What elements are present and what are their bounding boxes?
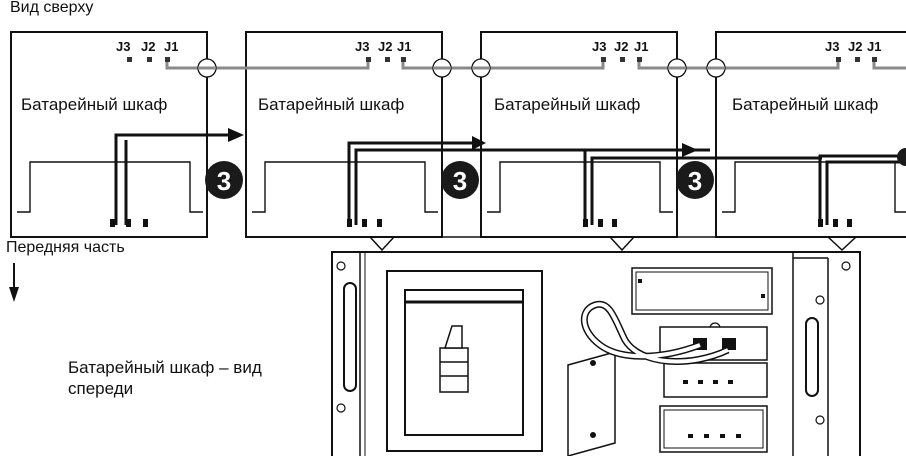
callout-lines [350, 236, 860, 252]
power-cable [114, 133, 906, 225]
j2-label: J2 [378, 39, 392, 54]
cabinet-3: J3 J2 J1 Батарейный шкаф [480, 31, 678, 238]
cabinet-title: Батарейный шкаф [258, 95, 404, 114]
j3-label: J3 [825, 39, 839, 54]
cabinet-title: Батарейный шкаф [21, 95, 167, 114]
j1-label: J1 [867, 39, 881, 54]
cabinet-2: J3 J2 J1 Батарейный шкаф [245, 31, 443, 238]
front-view-label: Батарейный шкаф – вид спереди [68, 358, 262, 398]
svg-text:3: 3 [453, 166, 467, 196]
step-badge-3: 3 [676, 161, 714, 199]
cabinet-title: Батарейный шкаф [732, 95, 878, 114]
cabinet-4: J3 J2 J1 Батарейный шкаф [715, 31, 906, 238]
front-connectors [110, 219, 852, 227]
j3-label: J3 [592, 39, 606, 54]
step-badge-1: 3 [205, 161, 243, 199]
cable-direction-arrows [228, 128, 698, 157]
j1-label: J1 [634, 39, 648, 54]
step-badge-2: 3 [441, 161, 479, 199]
breaker-switch-icon [439, 325, 469, 393]
j3-label: J3 [355, 39, 369, 54]
svg-text:3: 3 [688, 166, 702, 196]
front-direction-arrow [9, 263, 19, 302]
svg-text:3: 3 [217, 166, 231, 196]
j1-label: J1 [164, 39, 178, 54]
top-view-label: Вид сверху [10, 0, 94, 16]
j2-label: J2 [848, 39, 862, 54]
j3-label: J3 [116, 39, 130, 54]
front-label: Передняя часть [6, 239, 125, 256]
cable-end-marker [897, 148, 906, 166]
j2-label: J2 [141, 39, 155, 54]
j2-label: J2 [614, 39, 628, 54]
cabinet-title: Батарейный шкаф [494, 95, 640, 114]
j1-label: J1 [397, 39, 411, 54]
signal-cable [165, 58, 906, 78]
cabinet-front-view [331, 251, 861, 456]
